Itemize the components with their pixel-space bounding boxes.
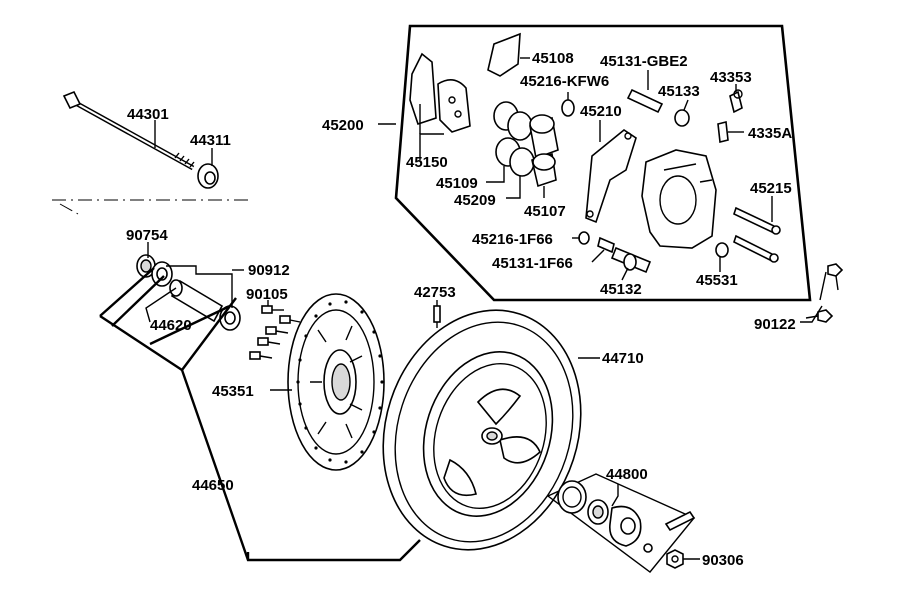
cap-4335a — [717, 121, 729, 143]
label-90754: 90754 — [126, 227, 168, 244]
slide-pin-45132 — [610, 246, 652, 274]
caliper-body — [641, 149, 717, 249]
label-90105: 90105 — [246, 286, 288, 303]
label-44620: 44620 — [150, 317, 192, 334]
leader-lines — [145, 57, 839, 560]
brake-disc-45351 — [287, 293, 385, 471]
caliper-group-frame — [394, 24, 812, 302]
label-45210: 45210 — [580, 103, 622, 120]
spacer-44620 — [169, 279, 224, 323]
label-45215: 45215 — [750, 180, 792, 197]
label-45531: 45531 — [696, 272, 738, 289]
label-43353: 43353 — [710, 69, 752, 86]
disc-bolts-90105 — [249, 305, 301, 360]
label-42753: 42753 — [414, 284, 456, 301]
label-45150: 45150 — [406, 154, 448, 171]
wheel-44710 — [382, 309, 582, 551]
label-44800: 44800 — [606, 466, 648, 483]
pistons-45107 — [529, 114, 559, 188]
boot-45216-kfw6 — [561, 99, 575, 117]
label-45351: 45351 — [212, 383, 254, 400]
brake-pads-45150 — [409, 52, 471, 133]
label-45133: 45133 — [658, 83, 700, 100]
oil-seal-90754 — [136, 254, 156, 278]
collar-44311 — [197, 163, 219, 189]
label-90912: 90912 — [248, 262, 290, 279]
label-45131-1f66: 45131-1F66 — [492, 255, 573, 272]
slide-pin-45131-gbe2 — [626, 88, 664, 114]
boot-45216-1f66 — [578, 231, 590, 245]
label-44311: 44311 — [190, 132, 231, 149]
label-4335a: 4335A — [748, 125, 792, 142]
bleeder-43353 — [729, 89, 743, 114]
label-45209: 45209 — [454, 192, 496, 209]
axle-centerline — [52, 199, 248, 215]
assembly-leaders — [99, 267, 421, 562]
pin-45131-1f66 — [597, 236, 615, 254]
label-44301: 44301 — [127, 106, 169, 123]
label-45109: 45109 — [436, 175, 478, 192]
caliper-bolts-90122 — [805, 263, 844, 323]
axle-44301 — [62, 90, 195, 171]
label-45108: 45108 — [532, 50, 574, 67]
caliper-bracket-45210 — [585, 129, 637, 224]
label-44650: 44650 — [192, 477, 234, 494]
label-45132: 45132 — [600, 281, 642, 298]
label-45200: 45200 — [322, 117, 364, 134]
label-45107: 45107 — [524, 203, 566, 220]
valve-42753 — [433, 305, 441, 328]
label-44710: 44710 — [602, 350, 644, 367]
nut-90306 — [666, 549, 684, 569]
pins-45215 — [733, 206, 781, 263]
label-90306: 90306 — [702, 552, 744, 569]
boot-45531 — [715, 242, 729, 258]
label-45131-gbe2: 45131-GBE2 — [600, 53, 688, 70]
boot-45133 — [674, 109, 690, 127]
label-45216-kfw6: 45216-KFW6 — [520, 73, 609, 90]
pad-spring-45108 — [487, 32, 521, 77]
seals-45109 — [493, 101, 535, 177]
label-45216-1f66: 45216-1F66 — [472, 231, 553, 248]
label-90122: 90122 — [754, 316, 796, 333]
part-labels: 44301 44311 90754 90912 90105 44620 4535… — [126, 50, 796, 569]
speedometer-gear-44800 — [546, 473, 696, 573]
